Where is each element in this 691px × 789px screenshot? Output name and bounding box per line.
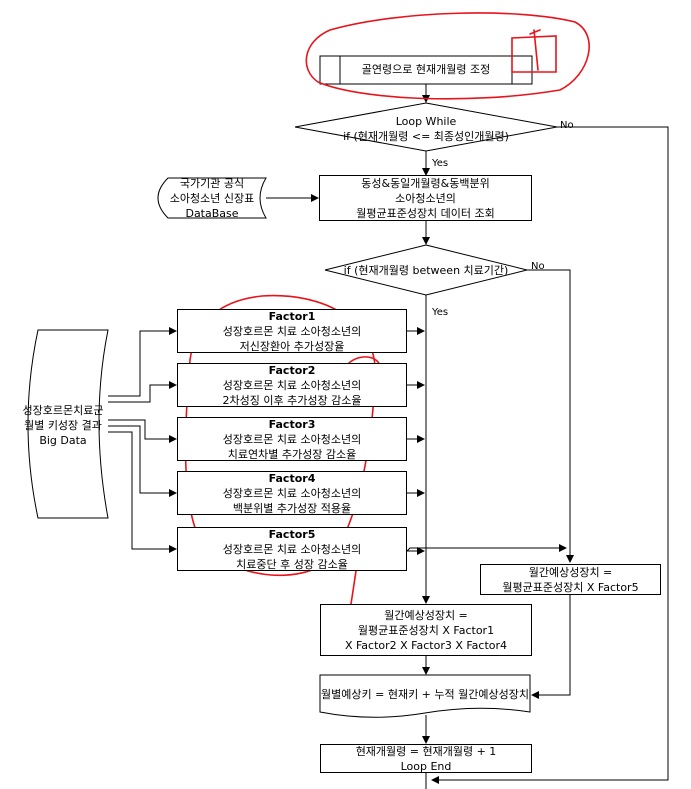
connector-bigdata-f5: [108, 431, 177, 553]
loop-decision-label: Loop While if (현재개월령 <= 최종성인개월령): [326, 114, 526, 144]
loop-no-label: No: [560, 120, 574, 131]
connector-loop-no: [431, 126, 669, 784]
connector-bigdata-f4: [108, 425, 177, 497]
annotation-number-one-stroke: [529, 29, 541, 71]
factor3-box: Factor3 성장호르몬 치료 소아청소년의 치료연차별 추가성장 감소율: [177, 417, 407, 461]
monthly-all-box: 월간예상성장치 = 월평균표준성장치 X Factor1 X Factor2 X…: [320, 604, 532, 656]
factor1-box: Factor1 성장호르몬 치료 소아청소년의 저신장환아 추가성장율: [177, 309, 407, 353]
bigdata-label: 성장호르몬치료군 월별 키성장 결과 Big Data: [18, 403, 108, 448]
monthly-all-line3: X Factor2 X Factor3 X Factor4: [344, 638, 508, 652]
loop-decision-line1: Loop While: [395, 115, 457, 128]
factor3-line2: 치료연차별 추가성장 감소율: [227, 447, 357, 461]
connector-bigdata-f3: [108, 419, 177, 443]
start-process-shape: [319, 55, 533, 85]
monthly-all-line2: 월평균표준성장치 X Factor1: [357, 623, 495, 637]
factor1-title: Factor1: [268, 309, 316, 323]
factor5-box: Factor5 성장호르몬 치료 소아청소년의 치료중단 후 성장 감소율: [177, 527, 407, 571]
end-line2: Loop End: [400, 759, 452, 773]
factor2-title: Factor2: [268, 363, 316, 377]
loop-yes-label: Yes: [432, 158, 449, 169]
factor3-line1: 성장호르몬 치료 소아청소년의: [222, 432, 362, 446]
database-line1: 국가기관 공식: [179, 177, 245, 190]
height-document-shape: [319, 674, 531, 718]
start-box-label: 골연령으로 현재개월령 조정: [361, 63, 491, 76]
factor4-line1: 성장호르몬 치료 소아청소년의: [222, 486, 362, 500]
monthly-f5-line2: 월평균표준성장치 X Factor5: [502, 580, 639, 594]
factor5-line1: 성장호르몬 치료 소아청소년의: [222, 542, 362, 556]
database-shape: [157, 177, 267, 219]
factor2-line1: 성장호르몬 치료 소아청소년의: [222, 378, 362, 392]
factor4-box: Factor4 성장호르몬 치료 소아청소년의 백분위별 추가성장 적용율: [177, 471, 407, 515]
end-line1: 현재개월령 = 현재개월령 + 1: [355, 744, 497, 758]
factor5-line2: 치료중단 후 성장 감소율: [236, 557, 348, 571]
bigdata-line1: 성장호르몬치료군: [22, 404, 104, 417]
factor5-title: Factor5: [268, 527, 316, 541]
database-line2: 소아청소년 신장표: [169, 192, 255, 205]
connector-f5-to-monthly: [406, 544, 567, 552]
factor1-line1: 성장호르몬 치료 소아청소년의: [222, 324, 362, 338]
treatment-decision-label: if (현재개월령 between 치료기간): [343, 264, 509, 277]
database-line3: DataBase: [185, 207, 239, 220]
loop-decision-line2: if (현재개월령 <= 최종성인개월령): [343, 130, 509, 143]
monthly-all-line1: 월간예상성장치 =: [384, 608, 468, 622]
factor4-line2: 백분위별 추가성장 적용율: [232, 501, 352, 515]
connector-bigdata-f2: [108, 381, 177, 403]
factor2-line2: 2차성징 이후 추가성장 감소율: [222, 393, 362, 407]
factor2-box: Factor2 성장호르몬 치료 소아청소년의 2차성징 이후 추가성장 감소율: [177, 363, 407, 407]
treatment-no-label: No: [531, 261, 545, 272]
bigdata-line3: Big Data: [39, 434, 87, 447]
lookup-box: 동성&동일개월령&동백분위 소아청소년의 월평균표준성장치 데이터 조회: [319, 175, 532, 221]
bigdata-shape: [27, 329, 109, 519]
bigdata-line2: 월별 키성장 결과: [24, 419, 102, 432]
connector-bigdata-f1: [108, 327, 177, 397]
connector-treatment-no: [527, 269, 574, 563]
height-box-label: 월별예상키 = 현재키 + 누적 월간예상성장치: [321, 688, 529, 701]
annotation-number-one-box: [511, 35, 557, 73]
factor3-title: Factor3: [268, 417, 316, 431]
connector-f5monthly-to-height: [531, 595, 571, 699]
factor1-line2: 저신장환아 추가성장율: [239, 339, 345, 353]
annotation-circle-start: [305, 12, 590, 100]
lookup-line2: 소아청소년의: [395, 191, 456, 205]
lookup-line3: 월평균표준성장치 데이터 조회: [356, 206, 495, 220]
monthly-f5-line1: 월간예상성장치 =: [528, 565, 613, 579]
treatment-yes-label: Yes: [432, 307, 449, 318]
end-box: 현재개월령 = 현재개월령 + 1 Loop End: [320, 744, 532, 773]
factor4-title: Factor4: [268, 471, 316, 485]
monthly-f5-box: 월간예상성장치 = 월평균표준성장치 X Factor5: [480, 564, 661, 595]
lookup-line1: 동성&동일개월령&동백분위: [361, 176, 490, 190]
database-label: 국가기관 공식 소아청소년 신장표 DataBase: [160, 176, 264, 221]
